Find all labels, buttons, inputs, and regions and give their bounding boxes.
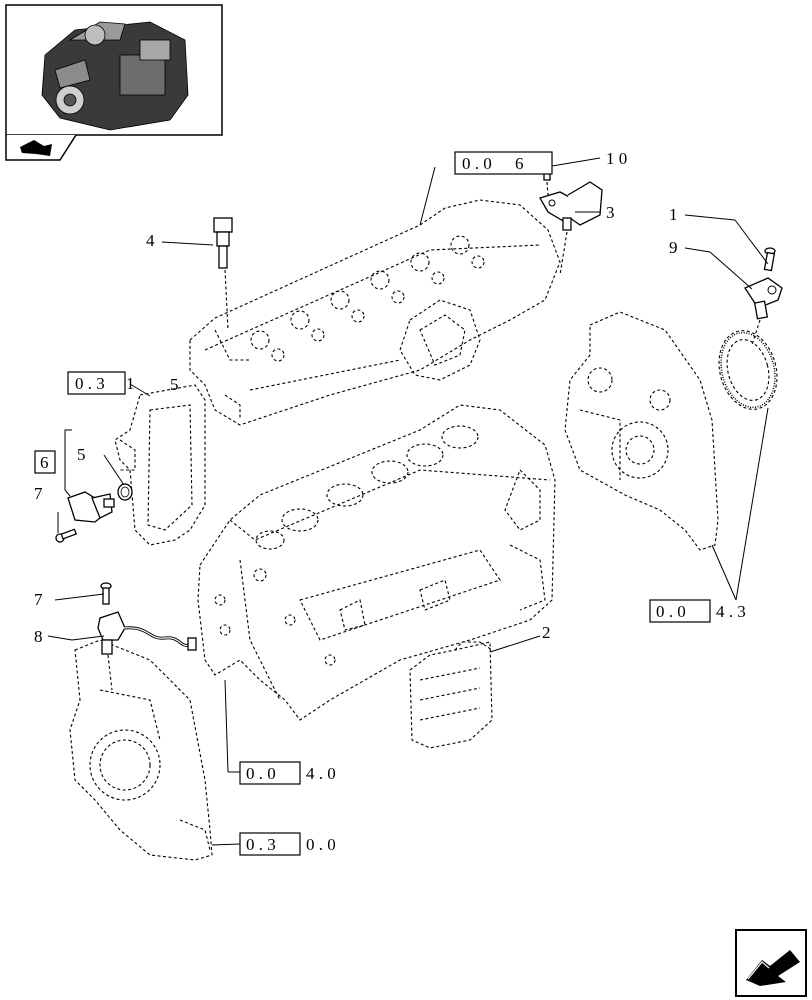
callout-labels: 1 2 3 4 5 5 7 7 8 9 1 0 (34, 149, 678, 646)
ref-0-0-6-tail: 6 (515, 154, 524, 173)
ref-0-3-0-0-tail: 0 . 0 (306, 835, 336, 854)
ref-0-0-6[interactable]: 0 . 0 6 (454, 151, 553, 175)
cylinder-head (189, 199, 561, 426)
timing-cover (564, 311, 719, 551)
callout-2[interactable]: 2 (542, 623, 551, 642)
oil-pressure-sensor[interactable] (67, 491, 115, 523)
engine-thumbnail-icon[interactable] (5, 4, 223, 136)
speed-sensor[interactable] (744, 277, 783, 320)
engine-tab-icon (5, 134, 77, 161)
screw-1[interactable] (763, 247, 776, 272)
ref-0-3-0-0-boxed: 0 . 3 (246, 835, 276, 854)
ref-0-3-1-boxed: 0 . 3 (75, 374, 105, 393)
ref-0-0-4-3[interactable]: 0 . 0 4 . 3 (649, 599, 746, 623)
ref-0-3-1[interactable]: 0 . 3 1 (67, 371, 135, 395)
o-ring[interactable] (117, 483, 133, 501)
flywheel-housing (69, 639, 213, 861)
ref-0-0-4-0-tail: 4 . 0 (306, 764, 336, 783)
ref-0-0-4-3-boxed: 0 . 0 (656, 602, 686, 621)
leader-lines (47, 157, 769, 846)
callout-3[interactable]: 3 (606, 203, 615, 222)
callout-9[interactable]: 9 (669, 238, 678, 257)
crank-sensor[interactable] (97, 611, 197, 655)
callout-7-bottom[interactable]: 7 (34, 590, 43, 609)
ref-0-0-4-3-tail: 4 . 3 (716, 602, 746, 621)
tone-wheel (718, 330, 778, 410)
callout-4[interactable]: 4 (146, 231, 155, 250)
pressure-sensor[interactable] (539, 181, 603, 231)
callout-5-plate[interactable]: 5 (170, 375, 179, 394)
callout-8[interactable]: 8 (34, 627, 43, 646)
callout-6-box[interactable]: 6 (34, 450, 56, 474)
ecu-module[interactable] (409, 641, 493, 749)
engine-block (197, 404, 556, 721)
ref-0-0-4-0[interactable]: 0 . 0 4 . 0 (239, 761, 336, 785)
temperature-sensor[interactable] (213, 217, 233, 269)
ref-0-0-4-0-boxed: 0 . 0 (246, 764, 276, 783)
callout-5-oring[interactable]: 5 (77, 445, 86, 464)
bolt-7a[interactable] (55, 528, 78, 543)
bolt-7b[interactable] (100, 582, 112, 605)
arrow-next-icon[interactable] (735, 929, 807, 997)
ref-0-0-6-boxed: 0 . 0 (462, 154, 492, 173)
callout-7-left[interactable]: 7 (34, 484, 43, 503)
callout-10[interactable]: 1 0 (606, 149, 627, 168)
ref-0-3-0-0[interactable]: 0 . 3 0 . 0 (239, 832, 336, 856)
ref-0-3-1-tail: 1 (126, 374, 135, 393)
callout-1[interactable]: 1 (669, 205, 678, 224)
front-cover-plate (114, 384, 206, 546)
callout-6: 6 (40, 453, 49, 472)
